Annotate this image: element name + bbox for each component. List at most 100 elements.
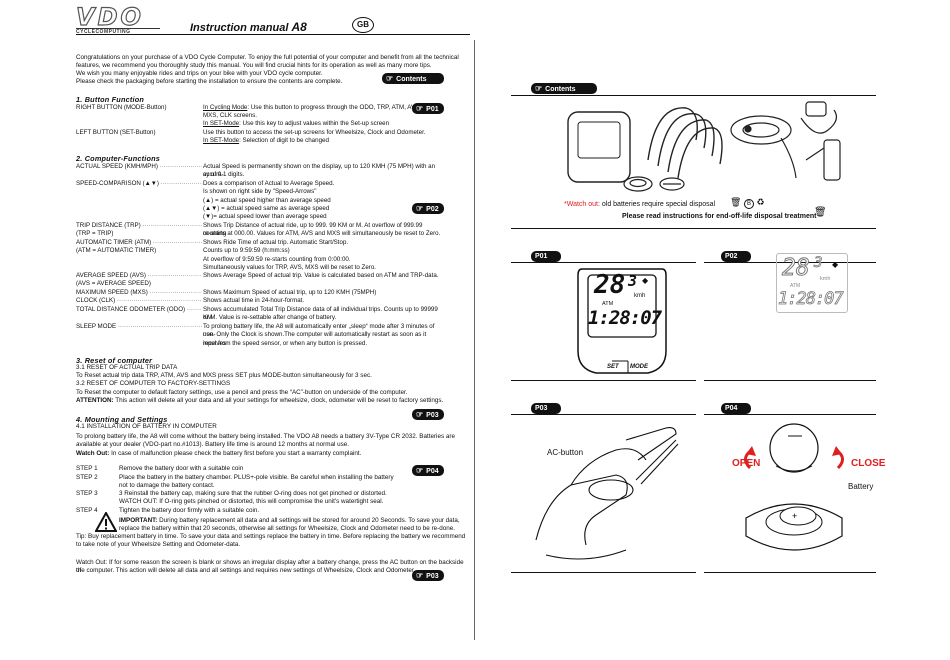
contents-ref: ☞Contents <box>382 73 444 84</box>
pointing-hand-icon: ☞ <box>416 104 424 113</box>
battery-cap-and-magnet-image <box>623 176 685 192</box>
tip-line-2: to take note of your Wheelsize Setting a… <box>76 541 241 548</box>
function-label-text: CLOCK (CLK) <box>76 297 116 304</box>
leader-dots: ········································… <box>152 239 202 246</box>
leader-dots: ········································… <box>160 180 202 187</box>
watch-text: In case of malfunction please check the … <box>109 450 362 457</box>
close-label: CLOSE <box>851 458 886 469</box>
p01-panel-tab: P01 <box>531 251 561 262</box>
p04-ref: ☞P04 <box>412 465 444 476</box>
pointing-hand-icon: ☞ <box>386 74 394 83</box>
p02-speed-decimal: 3 <box>814 255 823 272</box>
function-label-text: MAXIMUM SPEED (MXS) <box>76 289 148 296</box>
important-key: IMPORTANT: <box>119 517 158 524</box>
function-description: At overflow of 9:59:59 re-starts countin… <box>203 255 351 263</box>
mounting-bracket-image <box>730 115 797 179</box>
leader-dots: ········································… <box>149 289 202 296</box>
p02-panel-label: P02 <box>725 253 738 260</box>
warning-triangle-icon <box>95 512 117 532</box>
reset-line-1: 3.1 RESET OF ACTUAL TRIP DATA <box>76 364 178 371</box>
p03-ref: ☞P03 <box>412 409 444 420</box>
heading-computer-functions: 2. Computer-Functions <box>76 154 161 163</box>
p03-panel-label: P03 <box>535 405 548 412</box>
p04-panel-tab: P04 <box>721 403 751 414</box>
p02-unit: kmh <box>820 276 831 282</box>
heading-mounting: 4. Mounting and Settings <box>76 415 168 424</box>
cycling-mode-key: In Cycling Mode <box>203 104 248 111</box>
ac-button-label: AC-button <box>547 448 584 457</box>
function-description: Shows accumulated Total Trip Distance da… <box>203 306 438 322</box>
step-text: 3 Reinstall the battery cap, making sure… <box>119 490 387 497</box>
tip-line-1: Tip: Buy replacement battery in time. To… <box>76 533 466 540</box>
step-number: STEP 1 <box>76 465 98 472</box>
p01-bottom-rule <box>511 380 696 381</box>
function-description: Is shown on right side by "Speed-Arrows" <box>203 188 317 196</box>
p02-bottom-rule <box>704 380 876 381</box>
function-label-text: SLEEP MODE <box>76 323 117 330</box>
step-text: Tighten the battery door firmly with a s… <box>119 507 260 514</box>
left-button-text: Use this button to access the set-up scr… <box>203 129 426 136</box>
mounting-watch: Watch Out: In case of malfunction please… <box>76 450 361 458</box>
header-rule <box>76 34 470 35</box>
open-label: OPEN <box>732 458 761 469</box>
reset-attention: ATTENTION: This action will delete all y… <box>76 397 443 405</box>
speed-arrow-icon: ◆ <box>642 276 649 285</box>
set-button-label[interactable]: SET <box>607 364 619 370</box>
intro-line-4: Please check the packaging before starti… <box>76 78 343 85</box>
p02-ref-label: P02 <box>426 206 439 213</box>
manual-title: Instruction manual A8 <box>190 20 307 34</box>
intro-line-3: We wish you many enjoyable rides and tri… <box>76 70 323 77</box>
left-set-mode-text: : Selection of digit to be changed <box>239 137 329 144</box>
pointing-hand-icon: ☞ <box>416 571 424 580</box>
function-label-text: SPEED-COMPARISON (▲▼) <box>76 180 159 187</box>
contents-header-label: Contents <box>545 86 576 93</box>
watch-key: Watch Out: <box>76 450 110 457</box>
svg-text:+: + <box>792 511 797 521</box>
leader-dots: ········································… <box>147 272 202 279</box>
p02-rule <box>704 262 876 263</box>
contents-header: ☞Contents <box>531 83 597 94</box>
mounting-line-2: available at your dealer (VDO-part no.#1… <box>76 441 350 448</box>
pointing-hand-icon: ☞ <box>416 410 424 419</box>
battery-symbol-icon: B <box>743 199 754 209</box>
function-description: Actual Speed is permanently shown on the… <box>203 163 436 179</box>
ac-button-illustration <box>535 427 679 560</box>
intro-line-1: Congratulations on your purchase of a VD… <box>76 54 459 61</box>
leader-dots: ········································… <box>159 163 202 170</box>
p02-display-box <box>776 253 848 313</box>
disposal-icons: 🗑 B ♻ <box>730 197 765 209</box>
pointing-hand-icon: ☞ <box>535 84 543 93</box>
cable-ties-image <box>647 107 723 179</box>
p04-rule <box>704 414 876 415</box>
step-number: STEP 4 <box>76 507 98 514</box>
p01-rule <box>511 262 696 263</box>
leader-dots: ········································… <box>142 222 202 229</box>
right-button-cycling: In Cycling Mode: Use this button to prog… <box>203 104 443 112</box>
function-label: SPEED-COMPARISON (▲▼) ··················… <box>76 180 202 188</box>
page-divider <box>474 40 475 640</box>
p01-speed: 28 <box>594 270 626 300</box>
function-label: SLEEP MODE ·····························… <box>76 323 202 331</box>
function-label: AVERAGE SPEED (AVS) ····················… <box>76 272 202 280</box>
recycle-icon: ♻ <box>756 197 765 207</box>
mounting-line-1: To prolong battery life, the A8 will com… <box>76 433 455 440</box>
logo-tagline: CYCLECOMPUTING <box>76 28 160 35</box>
step-text: not to damage the battery contact. <box>119 482 215 490</box>
heading-reset: 3. Reset of computer <box>76 356 153 365</box>
set-mode-key: In SET-Mode <box>203 120 240 127</box>
step-number: STEP 3 <box>76 490 98 497</box>
left-set-mode-key: In SET-Mode <box>203 137 240 144</box>
watch-out-disposal: *Watch out: old batteries require specia… <box>564 201 715 208</box>
function-description: cy of 0.1 digits. <box>203 171 245 179</box>
mode-button-label[interactable]: MODE <box>630 364 648 370</box>
right-button-label: RIGHT BUTTON (MODE-Button) <box>76 104 167 111</box>
function-label: AUTOMATIC TIMER (ATM) ··················… <box>76 239 202 247</box>
function-label: TOTAL DISTANCE ODOMETER (ODO) ··········… <box>76 306 202 314</box>
p03-rule <box>511 414 696 415</box>
watch-out-disposal-text: old batteries require special disposal <box>599 201 716 208</box>
function-label-text: TRIP DISTANCE (TRP) <box>76 222 141 229</box>
weee-bin-icon: 🗑 <box>814 207 827 218</box>
p04-ref-label: P04 <box>426 468 439 475</box>
function-description: re-starts at 000.00. Values for ATM, AVS… <box>203 230 441 238</box>
function-description: Counts up to 9:59:59 (h:mm:ss) <box>203 247 290 255</box>
